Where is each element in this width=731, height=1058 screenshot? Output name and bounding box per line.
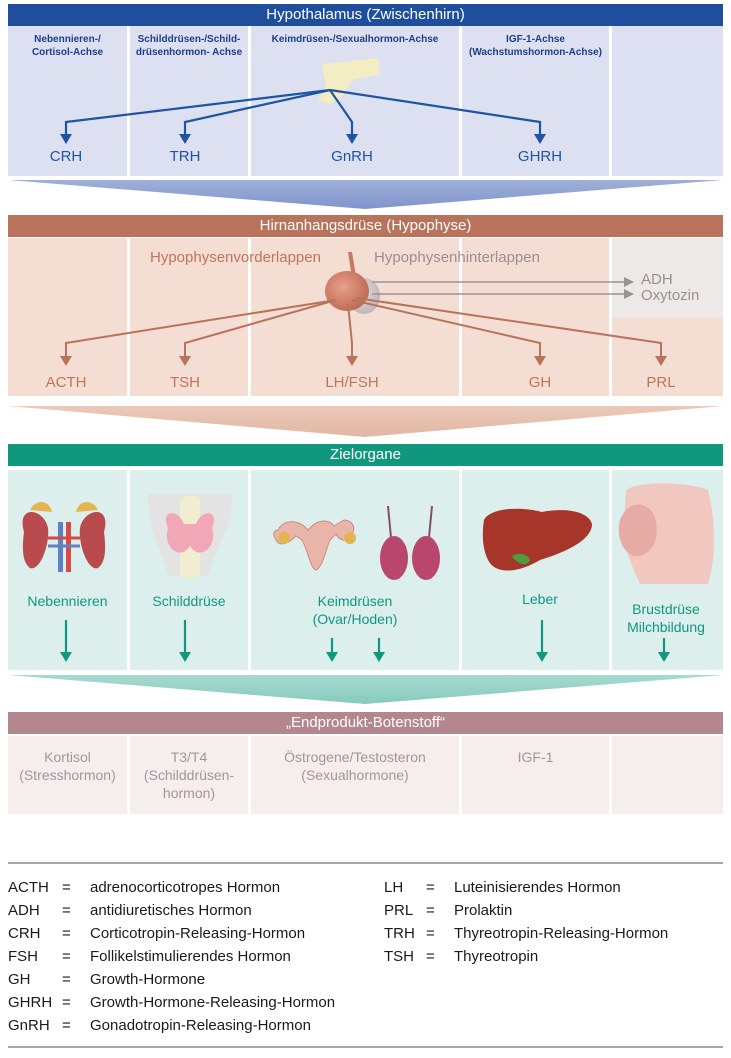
endocrine-diagram — [8, 26, 723, 814]
legend-definition: Thyreotropin-Releasing-Hormon — [454, 925, 669, 942]
legend-entry: GHRH = Growth-Hormone-Releasing-Hormon — [8, 991, 335, 1014]
end-product-cortisol: Kortisol (Stresshormon) — [19, 749, 116, 783]
legend-entry: FSH = Follikelstimulierendes Hormon — [8, 945, 335, 968]
thyroid-illustration — [148, 494, 232, 578]
legend-abbr: FSH — [8, 948, 38, 965]
legend-equals: = — [426, 902, 435, 919]
hormone-prl: PRL — [646, 374, 676, 391]
legend-entry: CRH = Corticotropin-Releasing-Hormon — [8, 922, 335, 945]
axis-header-thyroid: Schilddrüsen-/Schild- drüsenhormon- Achs… — [135, 34, 243, 58]
posterior-lobe-label: Hypophysenhinterlappen — [374, 249, 540, 266]
legend-definition: Luteinisierendes Hormon — [454, 879, 621, 896]
posterior-arrows — [372, 281, 628, 295]
end-product-igf1: IGF-1 — [517, 749, 554, 765]
legend-entry: LH = Luteinisierendes Hormon — [384, 876, 668, 899]
anterior-lobe-label: Hypophysenvorderlappen — [150, 249, 321, 266]
legend-entry: PRL = Prolaktin — [384, 899, 668, 922]
legend-abbr: ADH — [8, 902, 40, 919]
hypothalamus-arrows — [64, 88, 542, 138]
legend-bottom-rule — [8, 1046, 723, 1048]
target-arrows — [64, 620, 666, 654]
legend-abbr: GnRH — [8, 1017, 50, 1034]
axis-header-gonadal: Keimdrüsen-/Sexualhormon-Achse — [271, 34, 439, 45]
organ-adrenal: Nebennieren — [27, 593, 108, 609]
ovary-illustration — [273, 519, 356, 571]
organ-liver: Leber — [522, 591, 558, 607]
legend-abbr: TSH — [384, 948, 414, 965]
legend-entry: TRH = Thyreotropin-Releasing-Hormon — [384, 922, 668, 945]
hypothalamus-panels — [8, 26, 723, 176]
axis-header-igf1: IGF-1-Achse (Wachstumshormon-Achse) — [469, 34, 602, 58]
end-products-band: „Endprodukt-Botenstoff“ — [8, 712, 723, 734]
legend-equals: = — [426, 948, 435, 965]
legend-entry: GH = Growth-Hormone — [8, 968, 335, 991]
pituitary-band: Hirnanhangsdrüse (Hypophyse) — [8, 215, 723, 237]
hypothalamus-arrowheads — [60, 134, 546, 144]
hormone-lh-fsh: LH/FSH — [325, 374, 379, 391]
target-panels — [8, 470, 723, 670]
legend-entry: GnRH = Gonadotropin-Releasing-Hormon — [8, 1014, 335, 1037]
legend-equals: = — [62, 925, 71, 942]
hormone-adh: ADH — [641, 271, 673, 288]
legend-abbr: ACTH — [8, 879, 49, 896]
hypothalamus-shape — [318, 58, 380, 104]
legend-definition: Thyreotropin — [454, 948, 539, 965]
legend-equals: = — [62, 971, 71, 988]
legend-definition: Growth-Hormone-Releasing-Hormon — [90, 994, 336, 1011]
legend-top-rule — [8, 862, 723, 864]
testis-illustration — [380, 505, 440, 580]
legend-definition: antidiuretisches Hormon — [90, 902, 252, 919]
target-funnel — [8, 675, 723, 704]
legend-definition: Follikelstimulierendes Hormon — [90, 948, 291, 965]
end-product-t3t4: T3/T4 (Schilddrüsen- hormon) — [143, 749, 235, 801]
legend-right: LH = Luteinisierendes Hormon PRL = Prolaktin… — [384, 876, 668, 968]
legend-definition: Growth-Hormone — [90, 971, 206, 988]
liver-illustration — [482, 508, 592, 571]
hormone-gh: GH — [528, 374, 552, 391]
adrenal-kidney-illustration — [22, 501, 106, 572]
legend-entry: ADH = antidiuretisches Hormon — [8, 899, 335, 922]
end-product-panels — [8, 736, 723, 814]
legend-definition: Gonadotropin-Releasing-Hormon — [90, 1017, 311, 1034]
organ-thyroid: Schilddrüse — [152, 593, 226, 609]
organ-gonads: Keimdrüsen (Ovar/Hoden) — [312, 593, 398, 627]
hormone-crh: CRH — [49, 148, 83, 165]
legend-abbr: TRH — [384, 925, 415, 942]
target-organs-band: Zielorgane — [8, 444, 723, 466]
legend-abbr: CRH — [8, 925, 41, 942]
hormone-oxytozin: Oxytozin — [641, 287, 700, 304]
pituitary-panels — [8, 238, 723, 396]
organ-breast: Brustdrüse Milchbildung — [627, 601, 705, 635]
legend-abbr: LH — [384, 879, 404, 896]
end-product-sex-hormones: Östrogene/Testosteron (Sexualhormone) — [284, 749, 426, 783]
legend-equals: = — [62, 1017, 71, 1034]
hormone-gnrh: GnRH — [331, 148, 373, 165]
legend-definition: Corticotropin-Releasing-Hormon — [90, 925, 306, 942]
legend-abbr: GHRH — [8, 994, 53, 1011]
hypothalamus-funnel — [8, 180, 723, 209]
legend-left: ACTH = adrenocorticotropes Hormon ADH = anti… — [8, 876, 335, 1037]
legend-definition: Prolaktin — [454, 902, 513, 919]
legend-equals: = — [426, 879, 435, 896]
legend-equals: = — [62, 994, 71, 1011]
legend-equals: = — [62, 879, 71, 896]
breast-illustration — [618, 483, 714, 584]
legend-abbr: PRL — [384, 902, 414, 919]
legend-abbr: GH — [8, 971, 31, 988]
hormone-ghrh: GHRH — [517, 148, 563, 165]
axis-header-adrenal: Nebennieren-/ Cortisol-Achse — [31, 34, 104, 58]
hormone-trh: TRH — [169, 148, 201, 165]
legend-equals: = — [62, 948, 71, 965]
legend-equals: = — [426, 925, 435, 942]
legend-entry: TSH = Thyreotropin — [384, 945, 668, 968]
pituitary-funnel — [8, 406, 723, 437]
hormone-acth: ACTH — [45, 374, 87, 391]
pituitary-arrows — [65, 297, 662, 360]
legend-entry: ACTH = adrenocorticotropes Hormon — [8, 876, 335, 899]
legend-equals: = — [62, 902, 71, 919]
hormone-tsh: TSH — [170, 374, 200, 391]
legend-definition: adrenocorticotropes Hormon — [90, 879, 281, 896]
hypothalamus-band: Hypothalamus (Zwischenhirn) — [8, 4, 723, 26]
